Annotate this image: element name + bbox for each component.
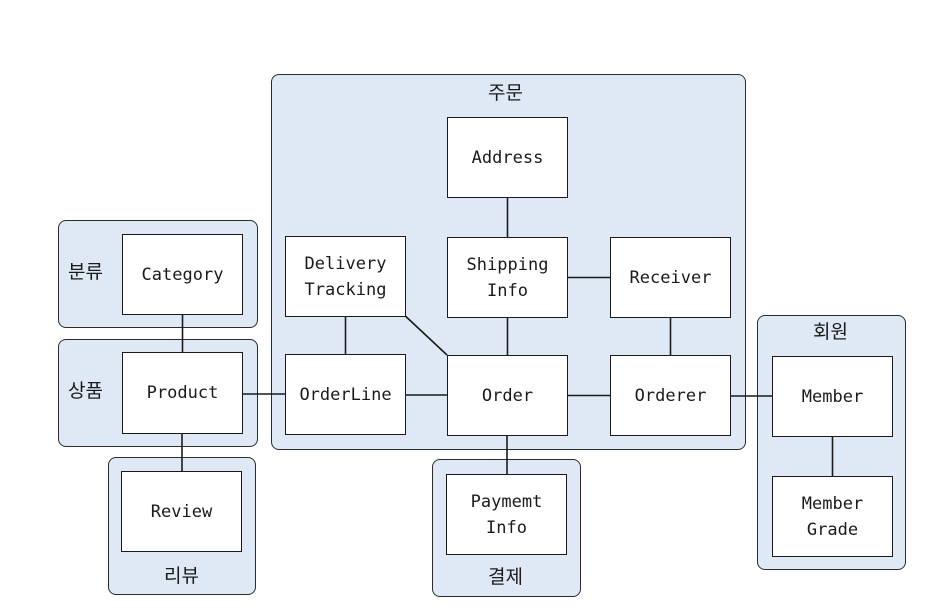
node-order: Order: [447, 355, 568, 436]
node-review: Review: [121, 471, 242, 552]
node-category: Category: [122, 234, 243, 315]
group-label-payment: 결제: [488, 566, 523, 588]
node-payment-info: Paymemt Info: [446, 474, 567, 555]
node-address: Address: [447, 117, 568, 198]
node-order-line: OrderLine: [285, 354, 406, 435]
node-product: Product: [122, 352, 243, 434]
node-receiver: Receiver: [610, 237, 731, 318]
group-label-category: 분류: [68, 261, 103, 283]
node-delivery-tracking: Delivery Tracking: [285, 236, 406, 317]
group-label-product: 상품: [68, 380, 103, 402]
group-label-order: 주문: [488, 82, 523, 104]
edge-delivery_tracking-order: [399, 310, 448, 356]
group-label-review: 리뷰: [164, 565, 199, 587]
node-member: Member: [772, 356, 893, 437]
node-orderer: Orderer: [610, 355, 731, 436]
group-label-member: 회원: [813, 321, 848, 343]
node-member-grade: Member Grade: [772, 476, 893, 557]
node-shipping-info: Shipping Info: [447, 237, 568, 318]
